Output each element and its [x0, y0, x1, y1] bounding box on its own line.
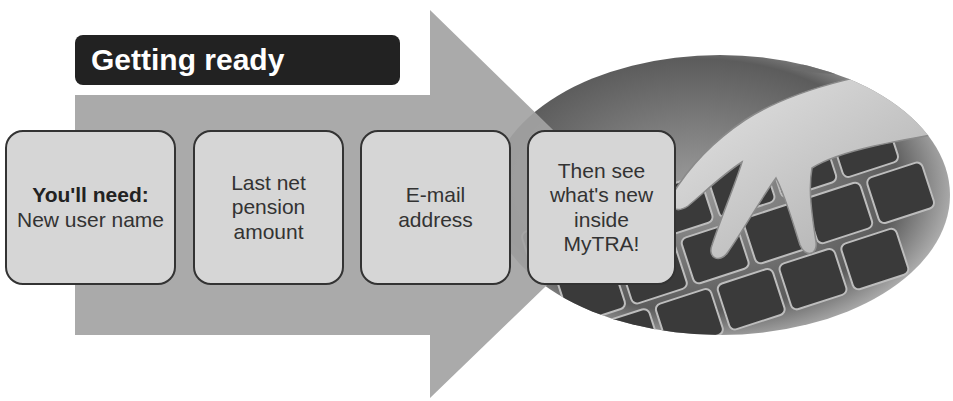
step-box: You'll need:New user name: [5, 130, 176, 285]
step-box: Last net pension amount: [193, 130, 344, 285]
keyboard-photo: [480, 44, 953, 384]
box-text: E-mail address: [370, 183, 501, 231]
box-text: Then see what's new inside MyTRA!: [537, 159, 666, 256]
title-banner: Getting ready: [75, 35, 400, 85]
box-heading: You'll need:: [32, 183, 149, 207]
box-text: Last net pension amount: [203, 171, 334, 243]
step-box: E-mail address: [360, 130, 511, 285]
box-text: New user name: [17, 208, 164, 232]
step-box: Then see what's new inside MyTRA!: [527, 130, 676, 285]
